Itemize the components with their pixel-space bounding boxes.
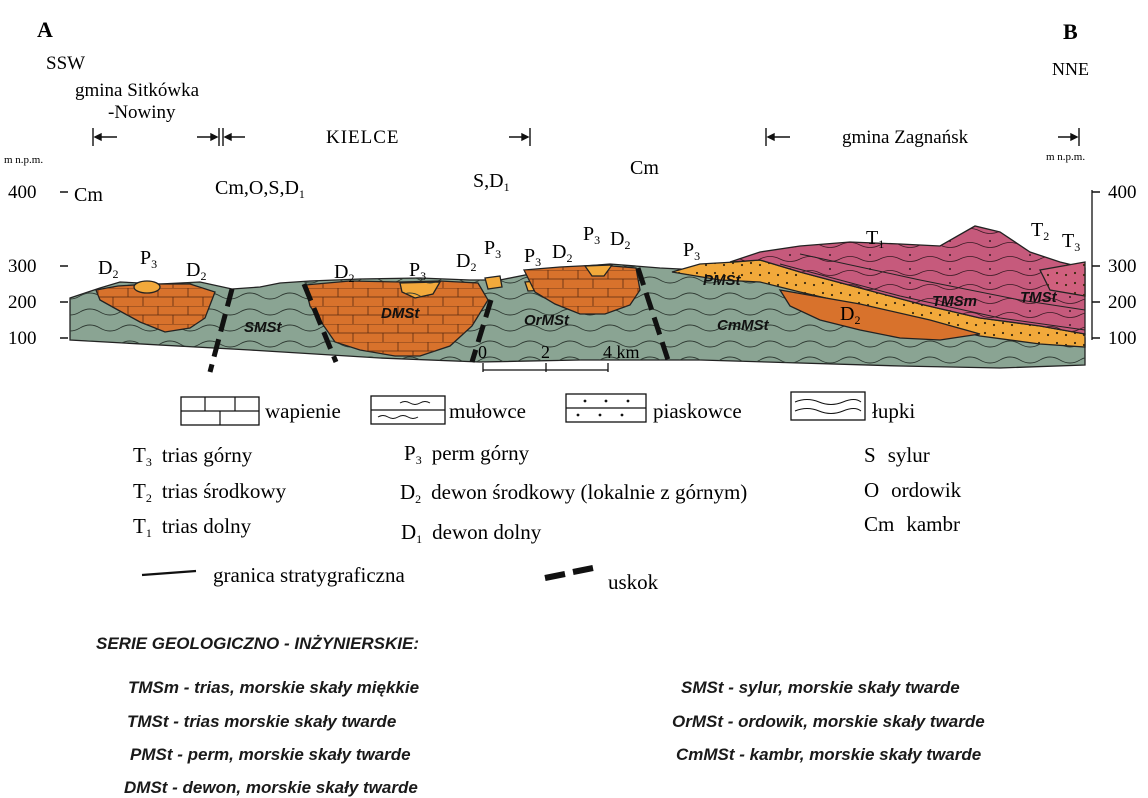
label-d2: D2	[334, 261, 354, 285]
elev-tick-label: 100	[1108, 328, 1137, 349]
area-sitkowka-line1: gmina Sitkówka	[75, 80, 200, 101]
label-d2: D2	[98, 257, 118, 281]
legend-mudstone-symbol	[371, 396, 445, 424]
label-p3: P3	[683, 239, 700, 263]
label-pmst: PMSt	[703, 272, 742, 289]
lithology-legend: wapienie mułowce piaskowce łupki	[181, 392, 915, 425]
elev-tick-label: 200	[1108, 292, 1137, 313]
label-cmmst: CmMSt	[717, 317, 770, 334]
legend-limestone-symbol	[181, 397, 259, 425]
elev-tick-label: 300	[8, 256, 37, 277]
engineering-item: TMSm - trias, morskie skały miękkie	[128, 678, 419, 698]
scale-label: 0	[478, 342, 487, 362]
area-kielce: KIELCE	[326, 127, 400, 148]
legend-sandstone-symbol	[566, 394, 646, 422]
engineering-item: PMSt - perm, morskie skały twarde	[130, 745, 411, 765]
end-letter-b: B	[1063, 19, 1078, 44]
engineering-item: SMSt - sylur, morskie skały twarde	[681, 678, 960, 698]
legend-limestone-label: wapienie	[265, 399, 341, 423]
unit-permian-left-cap	[134, 281, 160, 293]
label-p3: P3	[409, 259, 426, 283]
elev-tick-label: 400	[1108, 182, 1137, 203]
label-t3: T3	[1062, 230, 1080, 254]
label-sd: S,D1	[473, 170, 510, 194]
line-legend: granica stratygraficzna uskok	[142, 563, 659, 594]
label-cm-left: Cm	[74, 184, 103, 206]
legend-sandstone-label: piaskowce	[653, 399, 742, 423]
label-d2: D2	[610, 228, 630, 252]
area-sitkowka-line2: -Nowiny	[108, 102, 176, 123]
label-smst: SMSt	[244, 319, 283, 336]
legend-fault-label: uskok	[608, 570, 659, 594]
label-t2: T2	[1031, 219, 1049, 243]
engineering-series-title: SERIE GEOLOGICZNO - INŻYNIERSKIE:	[96, 634, 419, 654]
elev-tick-label: 200	[8, 292, 37, 313]
elevation-unit-right: m n.p.m.	[1046, 151, 1085, 163]
legend-mudstone-label: mułowce	[449, 399, 526, 423]
area-zagnansk: gmina Zagnańsk	[842, 127, 969, 148]
label-p3: P3	[140, 247, 157, 271]
label-p3: P3	[583, 223, 600, 247]
engineering-item: TMSt - trias morskie skały twarde	[127, 712, 396, 732]
legend-fault-symbol	[545, 568, 593, 578]
label-p3: P3	[484, 237, 501, 261]
direction-nne: NNE	[1052, 59, 1089, 79]
unit-permian-small	[485, 276, 502, 289]
legend-shale-label: łupki	[872, 399, 915, 423]
scale-label: 4 km	[603, 342, 640, 362]
elev-tick-label: 100	[8, 328, 37, 349]
engineering-item: DMSt - dewon, morskie skały twarde	[124, 778, 418, 798]
label-cmosd: Cm,O,S,D1	[215, 177, 305, 201]
label-dmst: DMSt	[381, 305, 420, 322]
label-d2: D2	[552, 241, 572, 265]
label-p3: P3	[524, 245, 541, 269]
label-d2: D2	[186, 259, 206, 283]
elev-tick-label: 400	[8, 182, 37, 203]
label-d2: D2	[456, 250, 476, 274]
legend-boundary-label: granica stratygraficzna	[213, 563, 405, 587]
label-cm-mid: Cm	[630, 157, 659, 179]
elevation-axis-left: 400 300 200 100	[8, 182, 68, 349]
elevation-axis-right: 400 300 200 100	[1092, 182, 1137, 349]
direction-ssw: SSW	[46, 53, 85, 74]
label-tmst: TMSt	[1020, 289, 1058, 306]
legend-boundary-symbol	[142, 571, 196, 575]
label-t1: T1	[866, 227, 884, 251]
elevation-unit-left: m n.p.m.	[4, 154, 43, 166]
engineering-item: OrMSt - ordowik, morskie skały twarde	[672, 712, 985, 732]
label-tmsm: TMSm	[932, 293, 977, 310]
engineering-item: CmMSt - kambr, morskie skały twarde	[676, 745, 981, 765]
scale-label: 2	[541, 342, 550, 362]
label-ormst: OrMSt	[524, 312, 570, 329]
elev-tick-label: 300	[1108, 256, 1137, 277]
end-letter-a: A	[37, 17, 53, 42]
legend-shale-symbol	[791, 392, 865, 420]
